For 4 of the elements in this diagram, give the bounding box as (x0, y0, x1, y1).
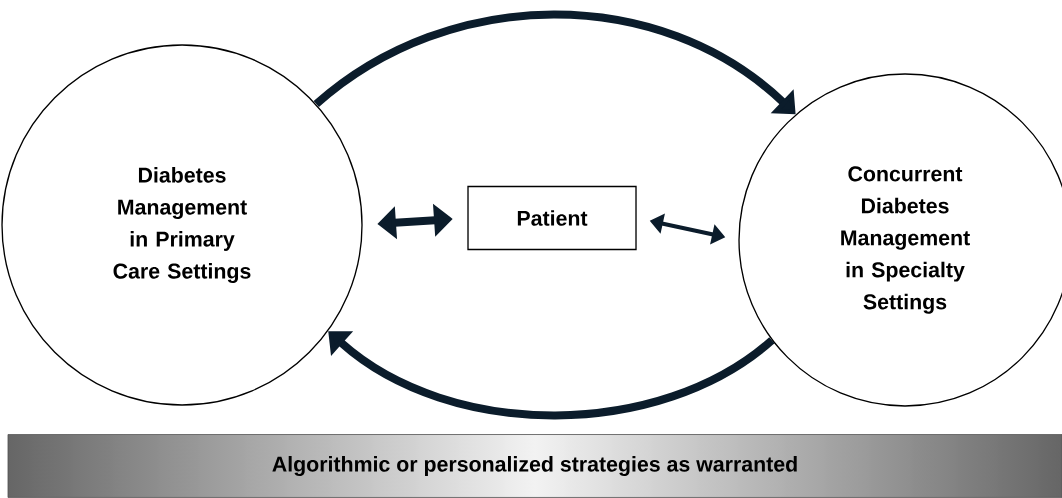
arrow (328, 331, 775, 420)
arrow (313, 10, 796, 115)
banner-band: Algorithmic or personalized strategies as warranted (7, 434, 1062, 498)
process-box: Patient (467, 185, 637, 251)
